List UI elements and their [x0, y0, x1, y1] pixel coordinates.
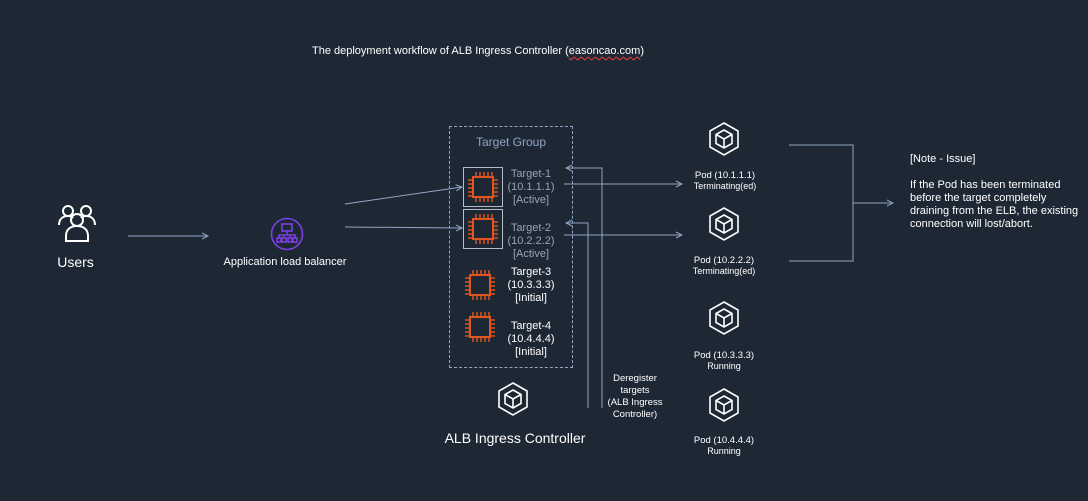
pod-1-label: Pod (10.1.1.1) Terminating(ed): [675, 170, 775, 192]
controller-label: ALB Ingress Controller: [444, 430, 586, 446]
pod-name: Pod (10.1.1.1): [694, 170, 756, 181]
pod-2-label: Pod (10.2.2.2) Terminating(ed): [674, 255, 774, 277]
users-label: Users: [57, 254, 94, 270]
pod-status: Terminating(ed): [692, 266, 756, 276]
target-name: Target-1: [510, 168, 552, 180]
target-state: [Active]: [512, 194, 550, 206]
pod-name: Pod (10.4.4.4): [693, 435, 755, 446]
target-name: Target-4: [510, 320, 552, 332]
target-1-text: Target-1 (10.1.1.1) [Active]: [499, 168, 563, 207]
chip-icon: [466, 170, 500, 204]
target-1-frame[interactable]: [463, 167, 503, 207]
target-name: Target-2: [510, 222, 552, 234]
pod-name: Pod (10.3.3.3): [693, 350, 755, 361]
arrow-alb-to-target-2: [344, 227, 462, 228]
target-3-text: Target-3 (10.3.3.3) [Initial]: [499, 266, 563, 305]
deregister-line: targets: [620, 385, 650, 396]
cube-icon: [497, 382, 529, 416]
deregister-label: Deregister targets (ALB Ingress Controll…: [600, 373, 670, 421]
cube-icon: [708, 207, 740, 241]
chip-icon: [466, 212, 500, 246]
diagram-title: The deployment workflow of ALB Ingress C…: [312, 45, 644, 57]
chip-icon[interactable]: [463, 310, 497, 344]
pod-3-label: Pod (10.3.3.3) Running: [674, 350, 774, 372]
cube-icon: [708, 301, 740, 335]
pod-status: Running: [707, 446, 741, 456]
target-state: [Initial]: [515, 292, 547, 304]
deregister-line: Controller): [612, 409, 658, 420]
pod-4-label: Pod (10.4.4.4) Running: [674, 435, 774, 457]
cube-icon: [708, 388, 740, 422]
title-url: easoncao.com: [568, 45, 641, 57]
note-box: [Note - Issue] If the Pod has been termi…: [910, 153, 1088, 244]
arrow-deregister-target-2: [566, 223, 589, 408]
deregister-line: Deregister: [613, 373, 657, 384]
target-ip: (10.4.4.4): [507, 333, 555, 345]
arrow-alb-to-target-1: [344, 187, 462, 205]
pod-status: Terminating(ed): [693, 181, 757, 191]
chip-icon[interactable]: [463, 268, 497, 302]
load-balancer-label: Application load balancer: [223, 256, 347, 268]
load-balancer-icon: [270, 217, 304, 251]
target-state: [Active]: [512, 248, 550, 260]
target-ip: (10.3.3.3): [507, 279, 555, 291]
title-prefix: The deployment workflow of ALB Ingress C…: [312, 45, 569, 57]
target-name: Target-3: [510, 266, 552, 278]
target-group-title: Target Group: [475, 135, 547, 149]
note-body: If the Pod has been terminated before th…: [910, 179, 1079, 230]
target-group-box: [449, 126, 573, 368]
target-ip: (10.1.1.1): [507, 181, 555, 193]
deregister-line: (ALB Ingress: [607, 397, 663, 408]
target-state: [Initial]: [515, 346, 547, 358]
bracket-pods-to-note: [789, 144, 854, 262]
note-heading: [Note - Issue]: [910, 153, 976, 165]
pod-name: Pod (10.2.2.2): [693, 255, 755, 266]
target-2-text: Target-2 (10.2.2.2) [Active]: [499, 222, 563, 261]
title-suffix: ): [640, 45, 644, 57]
arrow-deregister-target-1: [566, 168, 603, 408]
users-icon: [57, 203, 97, 243]
pod-status: Running: [707, 361, 741, 371]
cube-icon: [708, 122, 740, 156]
target-ip: (10.2.2.2): [507, 235, 555, 247]
target-4-text: Target-4 (10.4.4.4) [Initial]: [499, 320, 563, 359]
target-2-frame[interactable]: [463, 209, 503, 249]
